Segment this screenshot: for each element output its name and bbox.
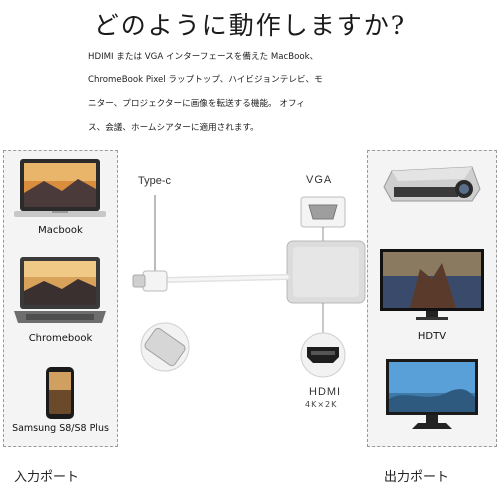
typec-port-icon bbox=[140, 322, 190, 372]
tv-icon bbox=[380, 249, 484, 320]
output-devices-panel: HDTV bbox=[367, 150, 497, 447]
vga-label: VGA bbox=[306, 174, 333, 186]
description-line-1: HDIMI または VGA インターフェースを備えた MacBook、 bbox=[88, 52, 319, 62]
hdmi-resolution-label: 4K×2K bbox=[305, 400, 338, 409]
description-line-3: ニター、プロジェクターに画像を転送する機能。 オフィ bbox=[88, 99, 305, 109]
hdmi-label: HDMI bbox=[309, 386, 342, 398]
page-title: どのように動作しますか? bbox=[93, 11, 407, 40]
laptop-icon bbox=[14, 257, 106, 323]
laptop-icon bbox=[14, 159, 106, 217]
output-port-title: 出力ポート bbox=[384, 470, 450, 485]
hdmi-port-icon bbox=[300, 332, 346, 378]
input-devices-panel: Macbook Chromebook Samsung S8/S8 Plus bbox=[3, 150, 118, 447]
phone-icon bbox=[46, 367, 74, 419]
adapter-diagram bbox=[132, 195, 366, 378]
input-port-title: 入力ポート bbox=[14, 470, 80, 485]
input-device-label-macbook: Macbook bbox=[38, 225, 83, 236]
typec-label: Type-c bbox=[138, 175, 172, 187]
input-device-label-chromebook: Chromebook bbox=[28, 333, 93, 344]
projector-icon bbox=[383, 166, 481, 202]
vga-port-icon bbox=[300, 196, 346, 228]
description-line-2: ChromeBook Pixel ラップトップ、ハイビジョンテレビ、モ bbox=[88, 75, 323, 85]
input-device-label-samsung: Samsung S8/S8 Plus bbox=[12, 423, 109, 434]
output-device-label-hdtv: HDTV bbox=[417, 331, 447, 342]
description-line-4: ス、会議、ホームシアターに適用されます。 bbox=[88, 123, 259, 133]
monitor-icon bbox=[386, 359, 478, 429]
